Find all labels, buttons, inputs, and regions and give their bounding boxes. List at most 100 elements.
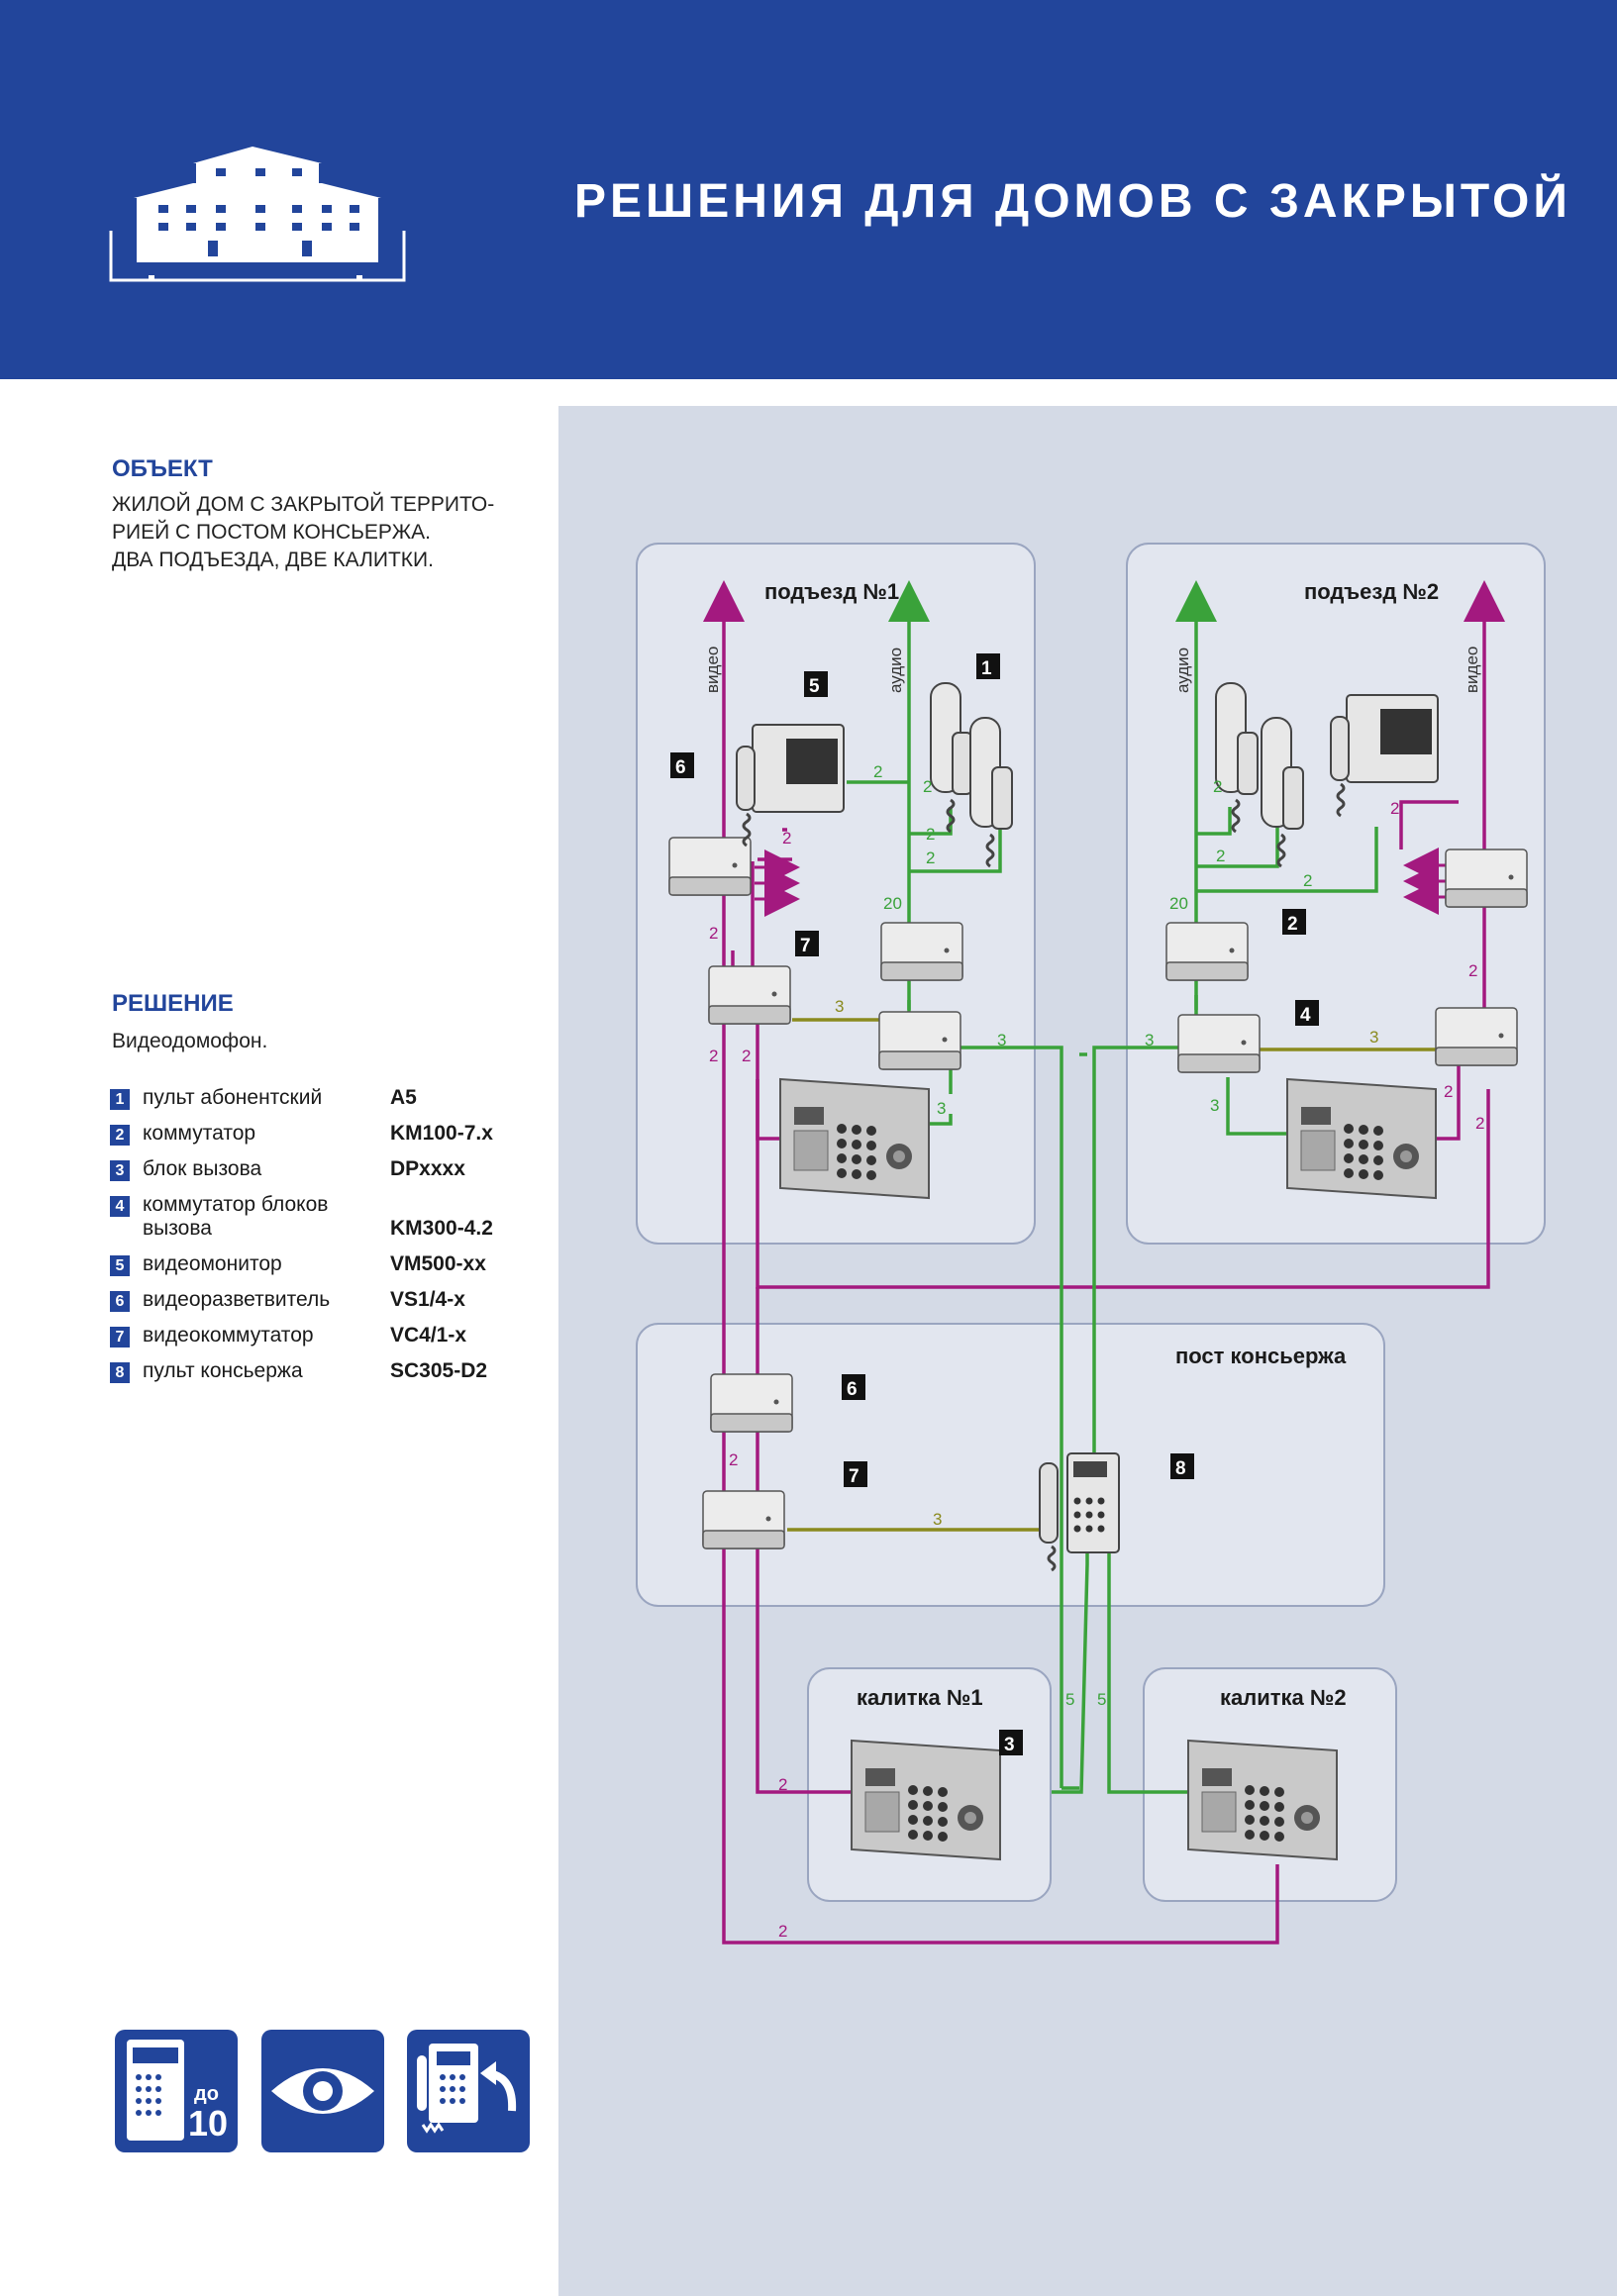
wire-count-label: 5	[1097, 1690, 1106, 1709]
video-switch-device	[708, 965, 791, 1025]
wire-count-label: 3	[835, 997, 844, 1016]
legend-item-model: SC305-D2	[390, 1359, 488, 1382]
concierge-console-device	[1039, 1452, 1120, 1572]
wire-count-label: 20	[883, 894, 902, 913]
call-panel-device	[779, 1078, 930, 1199]
badge-number: 5	[809, 676, 820, 697]
call-panel-device	[851, 1740, 1001, 1860]
feature-concierge	[407, 2030, 530, 2152]
badge-number: 6	[675, 757, 686, 778]
splitter-outputs-2	[1403, 848, 1449, 915]
eye-icon	[271, 2068, 374, 2114]
wire-count-label: 2	[729, 1450, 738, 1469]
video-lines	[703, 580, 1505, 1945]
wire-count-label: 3	[933, 1510, 942, 1529]
legend-item-name: блок вызова	[143, 1157, 262, 1180]
legend-item-model: VC4/1-x	[390, 1324, 467, 1347]
panel-count-prefix: до	[194, 2083, 219, 2105]
audio-bus-label: аудио	[1173, 648, 1192, 693]
wire-count-label: 2	[778, 1775, 787, 1794]
wire-count-label: 3	[1210, 1096, 1219, 1115]
device-badge: 3	[999, 1730, 1023, 1755]
device-badge: 1	[976, 653, 1000, 679]
legend-item-model: KM100-7.x	[390, 1122, 493, 1145]
concierge-console-icon	[417, 2044, 517, 2134]
feature-panel-count: до 10	[115, 2030, 238, 2152]
badge-number: 3	[1004, 1735, 1015, 1755]
call-panel-switch-device	[1177, 1014, 1261, 1073]
legend-item-name: видеомонитор	[143, 1252, 282, 1275]
legend-number-badge: 3	[110, 1160, 130, 1181]
call-panel-device	[1187, 1740, 1338, 1860]
legend-number-badge: 1	[110, 1089, 130, 1110]
concierge-zone	[636, 1323, 1385, 1607]
badge-number: 6	[847, 1379, 858, 1400]
building-logo-icon	[109, 147, 406, 282]
gate2-label: калитка №2	[1220, 1685, 1347, 1710]
wire-count-label: 2	[1390, 799, 1399, 818]
legend-item-name: видеокоммутатор	[143, 1324, 314, 1347]
legend-number-badge: 7	[110, 1327, 130, 1348]
wire-count-label: 2	[782, 829, 791, 848]
solution-heading: РЕШЕНИЕ	[112, 990, 234, 1017]
legend-number-badge: 8	[110, 1362, 130, 1383]
badge-number: 4	[1300, 1005, 1311, 1026]
call-panel-device	[1286, 1078, 1437, 1199]
gate1-label: калитка №1	[857, 1685, 983, 1710]
badge-number: 7	[849, 1466, 859, 1487]
video-bus-label: видео	[703, 647, 722, 693]
legend-item-name: коммутатор блоков вызова	[143, 1193, 329, 1240]
splitter-outputs-1	[755, 849, 800, 917]
legend-item-name: видеоразветвитель	[143, 1288, 331, 1311]
device-badge: 6	[842, 1374, 865, 1400]
audio-bus-label: аудио	[886, 648, 905, 693]
wire-count-label: 2	[709, 1047, 718, 1065]
wire-count-label: 3	[1369, 1028, 1378, 1047]
device-badge: 4	[1295, 1000, 1319, 1026]
wire-count-label: 2	[1475, 1114, 1484, 1133]
device-badge: 8	[1170, 1453, 1194, 1479]
video-switch-device	[702, 1490, 785, 1549]
legend-item-model: VS1/4-x	[390, 1288, 465, 1311]
wire-count-label: 3	[997, 1031, 1006, 1049]
device-badge: 7	[844, 1461, 867, 1487]
entrance2-label: подъезд №2	[1304, 579, 1439, 604]
video-splitter-device	[668, 837, 752, 896]
feature-video	[261, 2030, 384, 2152]
wire-count-label: 2	[1213, 777, 1222, 796]
object-line: ЖИЛОЙ ДОМ С ЗАКРЫТОЙ ТЕРРИТО-	[112, 493, 495, 516]
legend-item-model: A5	[390, 1086, 417, 1109]
concierge-label: пост консьержа	[1175, 1344, 1347, 1368]
legend-item-model: VM500-xx	[390, 1252, 486, 1275]
video-bus-label: видео	[1463, 647, 1481, 693]
device-badge: 2	[1282, 909, 1306, 935]
legend-number-badge: 6	[110, 1291, 130, 1312]
wire-count-label: 3	[937, 1099, 946, 1118]
device-badge: 5	[804, 671, 828, 697]
wire-count-label: 2	[1216, 847, 1225, 865]
wire-count-label: 3	[1145, 1031, 1154, 1049]
wire-count-label: 2	[923, 777, 932, 796]
wire-count-label: 2	[778, 1922, 787, 1941]
wire-count-label: 2	[742, 1047, 751, 1065]
solution-text: Видеодомофон.	[112, 1030, 268, 1052]
wire-count-label: 2	[1444, 1082, 1453, 1101]
page-title: РЕШЕНИЯ ДЛЯ ДОМОВ С ЗАКРЫТОЙ	[574, 175, 1571, 228]
entrance1-label: подъезд №1	[764, 579, 899, 604]
device-badge: 7	[795, 931, 819, 956]
object-heading: ОБЪЕКТ	[112, 455, 213, 482]
panel-count: 10	[188, 2103, 229, 2144]
video-splitter-device	[710, 1373, 793, 1433]
badge-number: 8	[1175, 1458, 1186, 1479]
badge-number: 7	[800, 936, 811, 956]
call-panel-switch-device	[878, 1011, 961, 1070]
object-line: РИЕЙ С ПОСТОМ КОНСЬЕРЖА.	[112, 521, 431, 544]
wire-count-label: 20	[1169, 894, 1188, 913]
wire-count-label: 5	[1065, 1690, 1074, 1709]
legend-item-name: пульт абонентский	[143, 1086, 323, 1109]
legend-number-badge: 4	[110, 1196, 130, 1217]
legend-number-badge: 2	[110, 1125, 130, 1146]
legend-item-name: пульт консьержа	[143, 1359, 303, 1382]
object-line: ДВА ПОДЪЕЗДА, ДВЕ КАЛИТКИ.	[112, 549, 434, 571]
